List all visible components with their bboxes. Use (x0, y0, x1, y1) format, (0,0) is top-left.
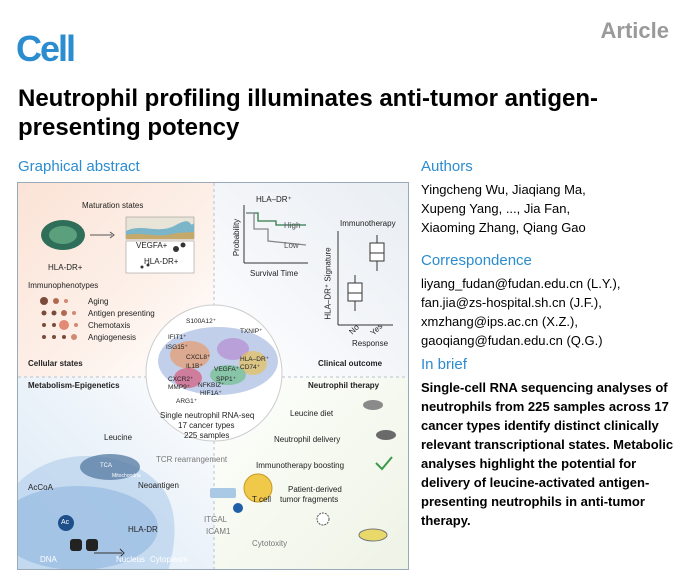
center-line-1: Single neutrophil RNA-seq (160, 411, 255, 420)
email-link[interactable]: gaoqiang@fudan.edu.cn (Q.G.) (421, 333, 603, 348)
brief-line: analyses highlight the potential for (421, 456, 637, 471)
email-link[interactable]: xmzhang@ips.ac.cn (X.Z.), (421, 314, 578, 329)
dna-label: DNA (40, 555, 57, 564)
hla-dr-gene-label: HLA-DR (128, 525, 158, 534)
gene-label: NFKBIZ⁺ (198, 382, 225, 389)
survival-hla-dr-label: HLA–DR⁺ (256, 195, 292, 204)
acoa-label: AcCoA (28, 483, 53, 492)
hla-dr-plus2-label: HLA-DR+ (144, 257, 179, 266)
cytoplasm-label: Cytoplasm (150, 555, 188, 564)
center-line-2: 17 cancer types (178, 421, 235, 430)
brief-line: relevant transcriptional states. Metabol… (421, 437, 674, 452)
mitochondria-label: Mitochondria (112, 473, 141, 479)
gene-label: CXCL8⁺ (186, 354, 211, 361)
immunophenotypes-label: Immunophenotypes (28, 281, 99, 290)
email-link[interactable]: fan.jia@zs-hospital.sh.cn (J.F.), (421, 295, 602, 310)
maturation-states-label: Maturation states (82, 201, 144, 210)
authors-list: Yingcheng Wu, Jiaqiang Ma, Xupeng Yang, … (421, 180, 586, 237)
tumor-fragments-label: tumor fragments (280, 495, 339, 504)
gene-label: HLA–DR⁺ (240, 356, 270, 363)
author-line: Yingcheng Wu, Jiaqiang Ma, (421, 182, 586, 197)
cellular-states-label: Cellular states (28, 359, 83, 368)
journal-logo: Cell (16, 28, 76, 69)
metabolism-epigenetics-label: Metabolism-Epigenetics (28, 381, 120, 390)
itgal-label: ITGAL (204, 515, 228, 524)
author-line: Xupeng Yang, ..., Jia Fan, (421, 201, 571, 216)
gene-label: ARG1⁺ (176, 398, 198, 405)
brief-line: delivery of leucine-activated antigen- (421, 475, 650, 490)
legend-chemotaxis: Chemotaxis (88, 321, 131, 330)
gene-label: CD74⁺ (240, 364, 261, 371)
nucleus-label: Nucleus (116, 555, 145, 564)
center-line-3: 225 samples (184, 431, 230, 440)
gene-label: MMP9⁺ (168, 384, 191, 391)
legend-antigen-presenting: Antigen presenting (88, 309, 155, 318)
tca-label: TCA (100, 463, 112, 469)
gene-label: VEGFA⁺ (214, 366, 240, 373)
gene-label: CXCR2⁺ (168, 376, 194, 383)
gene-label: IL1B⁺ (186, 363, 203, 370)
graphical-abstract-drawing (18, 183, 408, 569)
immunotherapy-boosting-label: Immunotherapy boosting (256, 461, 345, 470)
leucine-label: Leucine (104, 433, 133, 442)
brief-line: cancer types identify distinct clinicall… (421, 418, 659, 433)
ac-label: Ac (61, 519, 70, 526)
survival-xlabel: Survival Time (250, 269, 299, 278)
brief-line: therapy. (421, 513, 471, 528)
brief-line: Single-cell RNA sequencing analyses of (421, 380, 668, 395)
correspondence-list: liyang_fudan@fudan.edu.cn (L.Y.), fan.ji… (421, 274, 620, 350)
page-title: Neutrophil profiling illuminates anti-tu… (18, 85, 598, 141)
leucine-diet-label: Leucine diet (290, 409, 334, 418)
brief-line: presenting neutrophils in anti-tumor (421, 494, 645, 509)
author-line: Xiaoming Zhang, Qiang Gao (421, 220, 586, 235)
gene-label: SPP1⁺ (216, 376, 237, 383)
in-brief-heading: In brief (421, 356, 467, 373)
clinical-outcome-label: Clinical outcome (318, 359, 383, 368)
vegfa-label: VEGFA+ (136, 241, 168, 250)
neoantigen-label: Neoantigen (138, 481, 179, 490)
t-cell-label: T cell (252, 495, 271, 504)
survival-low-label: Low (284, 241, 299, 250)
gene-label: S100A12⁺ (186, 318, 217, 325)
response-xlabel: Response (352, 339, 389, 348)
gene-label: HIF1A⁺ (200, 390, 222, 397)
survival-ylabel: Probability (232, 218, 242, 257)
neutrophil-delivery-label: Neutrophil delivery (274, 435, 341, 444)
graphical-abstract: Maturation states HLA-DR+ VEGFA+ HLA-DR+… (17, 182, 409, 570)
patient-derived-label: Patient-derived (288, 485, 342, 494)
hla-dr-plus-label: HLA-DR+ (48, 263, 83, 272)
gene-label: IFIT1⁺ (168, 334, 187, 341)
legend-aging: Aging (88, 297, 109, 306)
gene-label: TXNIP⁺ (240, 328, 263, 335)
cytotoxity-label: Cytotoxity (252, 539, 288, 548)
gene-label: ISG15⁺ (166, 344, 188, 351)
authors-heading: Authors (421, 158, 473, 175)
correspondence-heading: Correspondence (421, 252, 532, 269)
brief-line: neutrophils from 225 samples across 17 (421, 399, 669, 414)
in-brief-text: Single-cell RNA sequencing analyses of n… (421, 378, 681, 530)
survival-high-label: High (284, 221, 301, 230)
tcr-rearrangement-label: TCR rearrangement (156, 455, 228, 464)
article-type-label: Article (600, 18, 669, 43)
icam1-label: ICAM1 (206, 527, 231, 536)
email-link[interactable]: liyang_fudan@fudan.edu.cn (L.Y.), (421, 276, 621, 291)
legend-angiogenesis: Angiogenesis (88, 333, 137, 342)
signature-ylabel: HLA–DR⁺ Signature (323, 247, 333, 320)
graphical-abstract-heading: Graphical abstract (18, 158, 140, 175)
neutrophil-therapy-label: Neutrophil therapy (308, 381, 380, 390)
immunotherapy-label: Immunotherapy (340, 219, 396, 228)
